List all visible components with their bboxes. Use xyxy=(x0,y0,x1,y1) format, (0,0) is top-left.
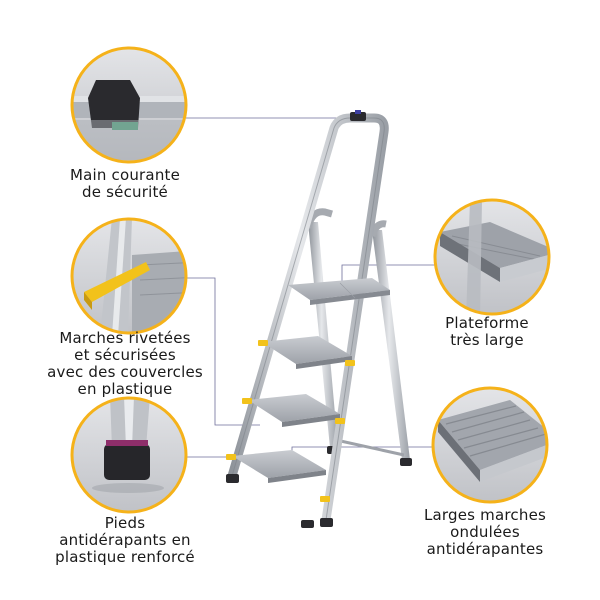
caption-rivets: Marches rivetées et sécurisées avec des … xyxy=(22,330,228,398)
rear-spreader xyxy=(335,438,405,457)
caption-steps-line-3: antidérapantes xyxy=(426,540,544,558)
caption-feet-line-2: antidérapants en xyxy=(59,531,191,549)
caption-platform-line-2: très large xyxy=(450,331,524,349)
caption-steps: Larges marches ondulées antidérapantes xyxy=(390,507,580,558)
leader-line-platform xyxy=(341,264,435,285)
caption-rivets-line-4: en plastique xyxy=(77,380,173,398)
leader-lines xyxy=(186,117,435,465)
caption-platform: Plateforme très large xyxy=(402,315,572,349)
caption-rivets-line-2: et sécurisées xyxy=(74,346,176,364)
caption-handrail: Main courante de sécurité xyxy=(40,167,210,201)
step-2 xyxy=(242,394,345,427)
rear-foot-right xyxy=(400,458,412,466)
caption-rivets-line-1: Marches rivetées xyxy=(59,329,191,347)
step-1 xyxy=(258,336,355,369)
step-3 xyxy=(226,450,330,502)
leader-line-rivets xyxy=(186,277,260,426)
front-foot-left xyxy=(226,474,239,483)
detail-circle-platform xyxy=(433,198,551,316)
detail-circle-steps xyxy=(431,386,549,504)
caption-platform-line-1: Plateforme xyxy=(445,314,529,332)
detail-circle-rivets xyxy=(70,217,188,335)
rear-leg-left xyxy=(308,222,338,448)
detail-circle-handrail xyxy=(70,46,188,164)
caption-feet: Pieds antidérapants en plastique renforc… xyxy=(40,515,210,566)
detail-circle-feet xyxy=(70,396,188,514)
caption-rivets-line-3: avec des couvercles xyxy=(47,363,203,381)
caption-handrail-line-1: Main courante xyxy=(69,166,181,184)
caption-feet-line-3: plastique renforcé xyxy=(55,548,195,566)
caption-feet-line-1: Pieds xyxy=(104,514,146,532)
ladder xyxy=(226,110,412,528)
front-foot-right xyxy=(320,518,333,527)
caption-steps-line-2: ondulées xyxy=(450,523,520,541)
caption-handrail-line-2: de sécurité xyxy=(82,183,168,201)
handrail-plastic-cap xyxy=(350,112,366,121)
caption-steps-line-1: Larges marches xyxy=(423,506,547,524)
platform-top xyxy=(288,278,390,300)
